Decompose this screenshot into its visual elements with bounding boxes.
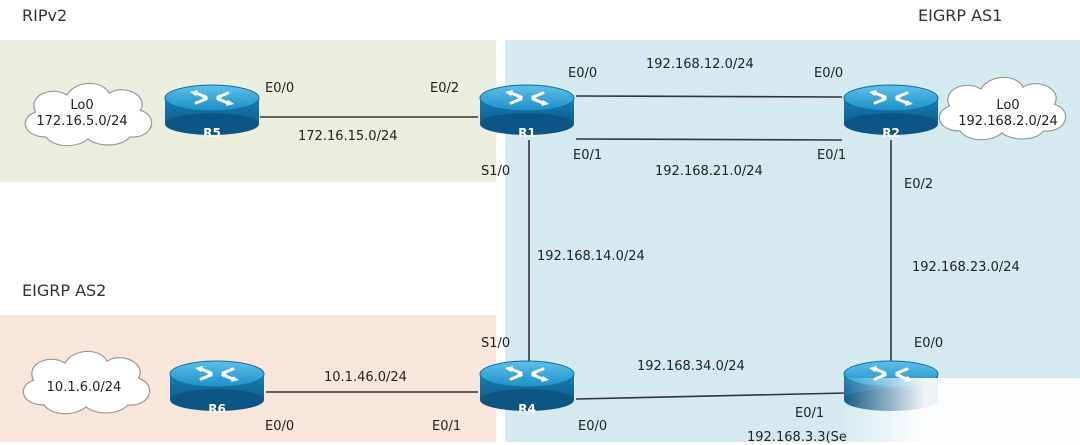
- interface-r1-e01: E0/1: [573, 148, 603, 163]
- interface-r1-e00: E0/0: [568, 66, 598, 81]
- watermark-fade-overlay: [840, 378, 1080, 442]
- cloud-r2-line1: Lo0: [996, 98, 1020, 113]
- interface-r4-s10: S1/0: [481, 336, 511, 351]
- interface-r2-e01: E0/1: [817, 148, 847, 163]
- network-r5-r1: 172.16.15.0/24: [298, 129, 398, 144]
- link-r1-r2-e01: [575, 138, 843, 141]
- zone-ripv2-title: RIPv2: [22, 6, 68, 25]
- cloud-r5-line2: 172.16.5.0/24: [36, 114, 128, 130]
- zone-eigrp-as1-title: EIGRP AS1: [918, 6, 1003, 25]
- interface-r4-e00: E0/0: [578, 419, 608, 434]
- cloud-r5-line1: Lo0: [70, 98, 94, 113]
- cloud-r2-line2: 192.168.2.0/24: [958, 114, 1058, 130]
- interface-r4-e01: E0/1: [432, 419, 462, 434]
- cloud-r5-label: Lo0 172.16.5.0/24: [36, 98, 127, 131]
- router-r1-label: R1: [518, 126, 536, 140]
- network-r4-r3: 192.168.34.0/24: [637, 359, 745, 374]
- router-r4-label: R4: [518, 402, 536, 416]
- network-r1-r4: 192.168.14.0/24: [537, 249, 645, 264]
- interface-r6-e00: E0/0: [265, 419, 295, 434]
- link-r4-r3: [575, 392, 847, 400]
- network-r6-r4: 10.1.46.0/24: [324, 370, 407, 385]
- interface-r2-e02: E0/2: [904, 177, 934, 192]
- network-r1-r2-e00: 192.168.12.0/24: [646, 57, 754, 72]
- router-r6-label: R6: [208, 402, 226, 416]
- cloud-r6-label: 10.1.6.0/24: [47, 380, 122, 396]
- interface-r5-e00: E0/0: [265, 81, 295, 96]
- network-r3-loopback: 192.168.3.3(Se: [747, 430, 847, 445]
- router-r2-label: R2: [882, 126, 900, 140]
- interface-r1-s10: S1/0: [481, 164, 511, 179]
- cloud-r6-line1: 10.1.6.0/24: [46, 380, 122, 395]
- link-r1-r2-e00: [575, 95, 843, 98]
- network-r2-r3: 192.168.23.0/24: [912, 260, 1020, 275]
- router-r5-label: R5: [203, 126, 221, 140]
- network-r1-r2-e01: 192.168.21.0/24: [655, 164, 763, 179]
- cloud-r2-label: Lo0 192.168.2.0/24: [958, 98, 1058, 131]
- zone-eigrp-as2-title: EIGRP AS2: [22, 281, 107, 300]
- interface-r3-e00: E0/0: [914, 336, 944, 351]
- interface-r3-e01: E0/1: [795, 406, 825, 421]
- interface-r2-e00: E0/0: [814, 66, 844, 81]
- interface-r1-e02: E0/2: [430, 81, 460, 96]
